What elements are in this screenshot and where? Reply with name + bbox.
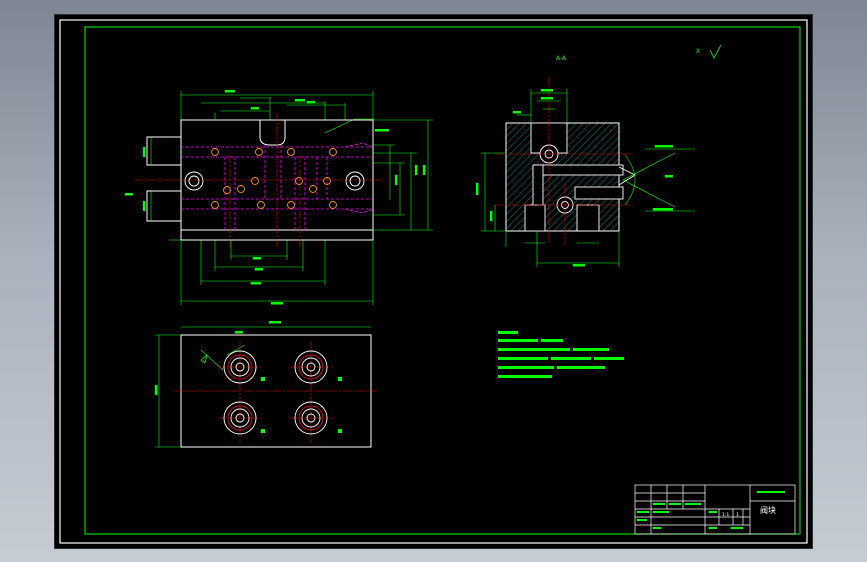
- section-view: A-A: [476, 55, 695, 267]
- drawing-sheet: A-A: [55, 15, 812, 548]
- drawing-name: 阀块: [760, 505, 776, 515]
- section-title: A-A: [556, 55, 567, 62]
- scale-value: 1:1: [722, 512, 729, 518]
- top-view: [155, 321, 377, 448]
- technical-notes: [498, 331, 624, 378]
- drawing-frame: [84, 26, 801, 535]
- cad-drawing: A-A: [59, 19, 808, 544]
- sheet-number: 1: [736, 512, 739, 518]
- roughness-symbol-icon: [709, 44, 722, 59]
- title-block: 阀块 1:1 1: [634, 484, 796, 535]
- scale-label: X: [696, 48, 700, 55]
- sheet-border: [59, 19, 808, 544]
- section-arrow-icon: [200, 353, 208, 364]
- front-view: [125, 90, 433, 305]
